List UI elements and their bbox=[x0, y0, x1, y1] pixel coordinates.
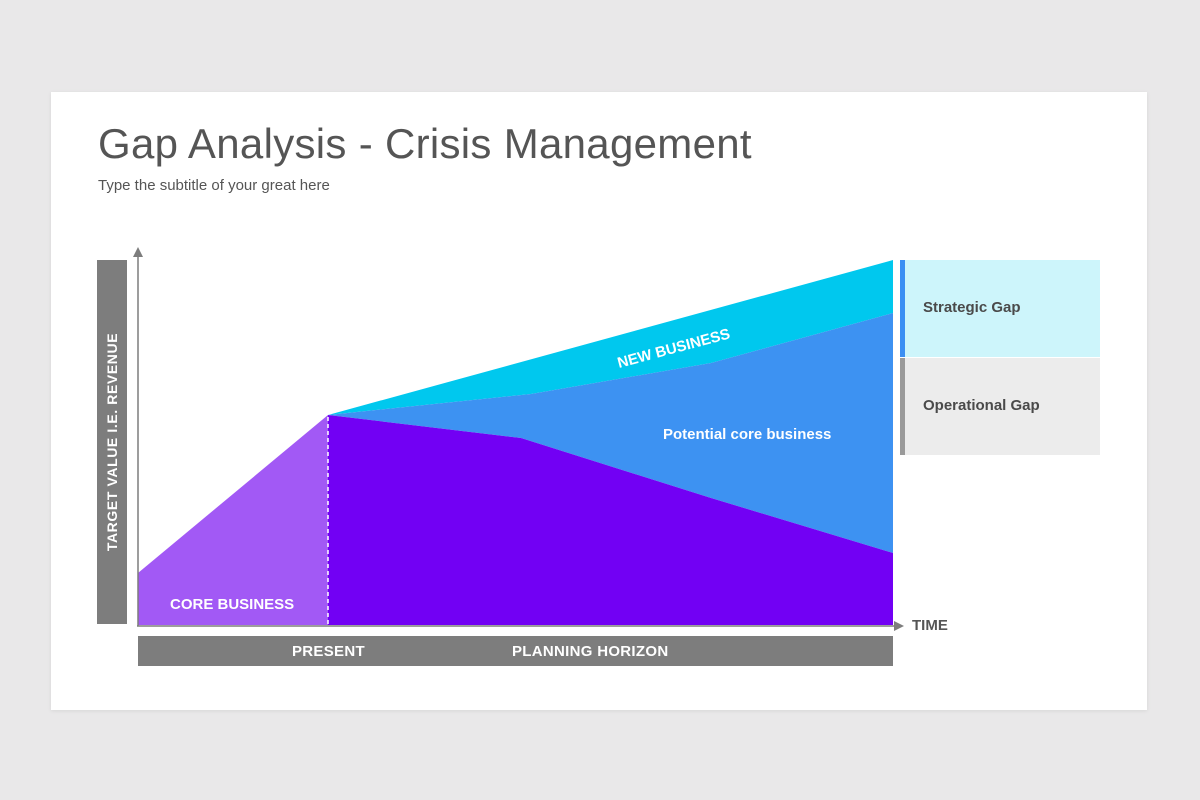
operational-gap-accent bbox=[900, 358, 905, 455]
core-projection-area bbox=[328, 415, 893, 625]
potential-core-label: Potential core business bbox=[663, 426, 832, 443]
core-business-area bbox=[138, 415, 328, 625]
page-title: Gap Analysis - Crisis Management bbox=[98, 120, 752, 167]
gap-diagram: NEW BUSINESS bbox=[133, 247, 904, 631]
planning-horizon-label: PLANNING HORIZON bbox=[512, 643, 669, 660]
present-label: PRESENT bbox=[292, 643, 365, 660]
new-business-area bbox=[328, 260, 893, 415]
page-subtitle: Type the subtitle of your great here bbox=[98, 177, 330, 194]
timeline-bar bbox=[138, 636, 893, 666]
y-axis-label: TARGET VALUE I.E. REVENUE bbox=[104, 332, 120, 552]
core-business-label: CORE BUSINESS bbox=[170, 596, 295, 613]
slide: Gap Analysis - Crisis Management Type th… bbox=[51, 92, 1147, 710]
operational-gap-label: Operational Gap bbox=[923, 397, 1040, 414]
potential-core-area bbox=[328, 313, 893, 553]
y-axis-arrow bbox=[133, 247, 143, 257]
strategic-gap-box: Strategic Gap bbox=[900, 260, 1100, 357]
y-axis-bar bbox=[97, 260, 127, 624]
x-axis-arrow bbox=[894, 621, 904, 631]
x-axis-label: TIME bbox=[912, 617, 948, 634]
strategic-gap-accent bbox=[900, 260, 905, 357]
operational-gap-box: Operational Gap bbox=[900, 358, 1100, 455]
strategic-gap-label: Strategic Gap bbox=[923, 299, 1021, 316]
